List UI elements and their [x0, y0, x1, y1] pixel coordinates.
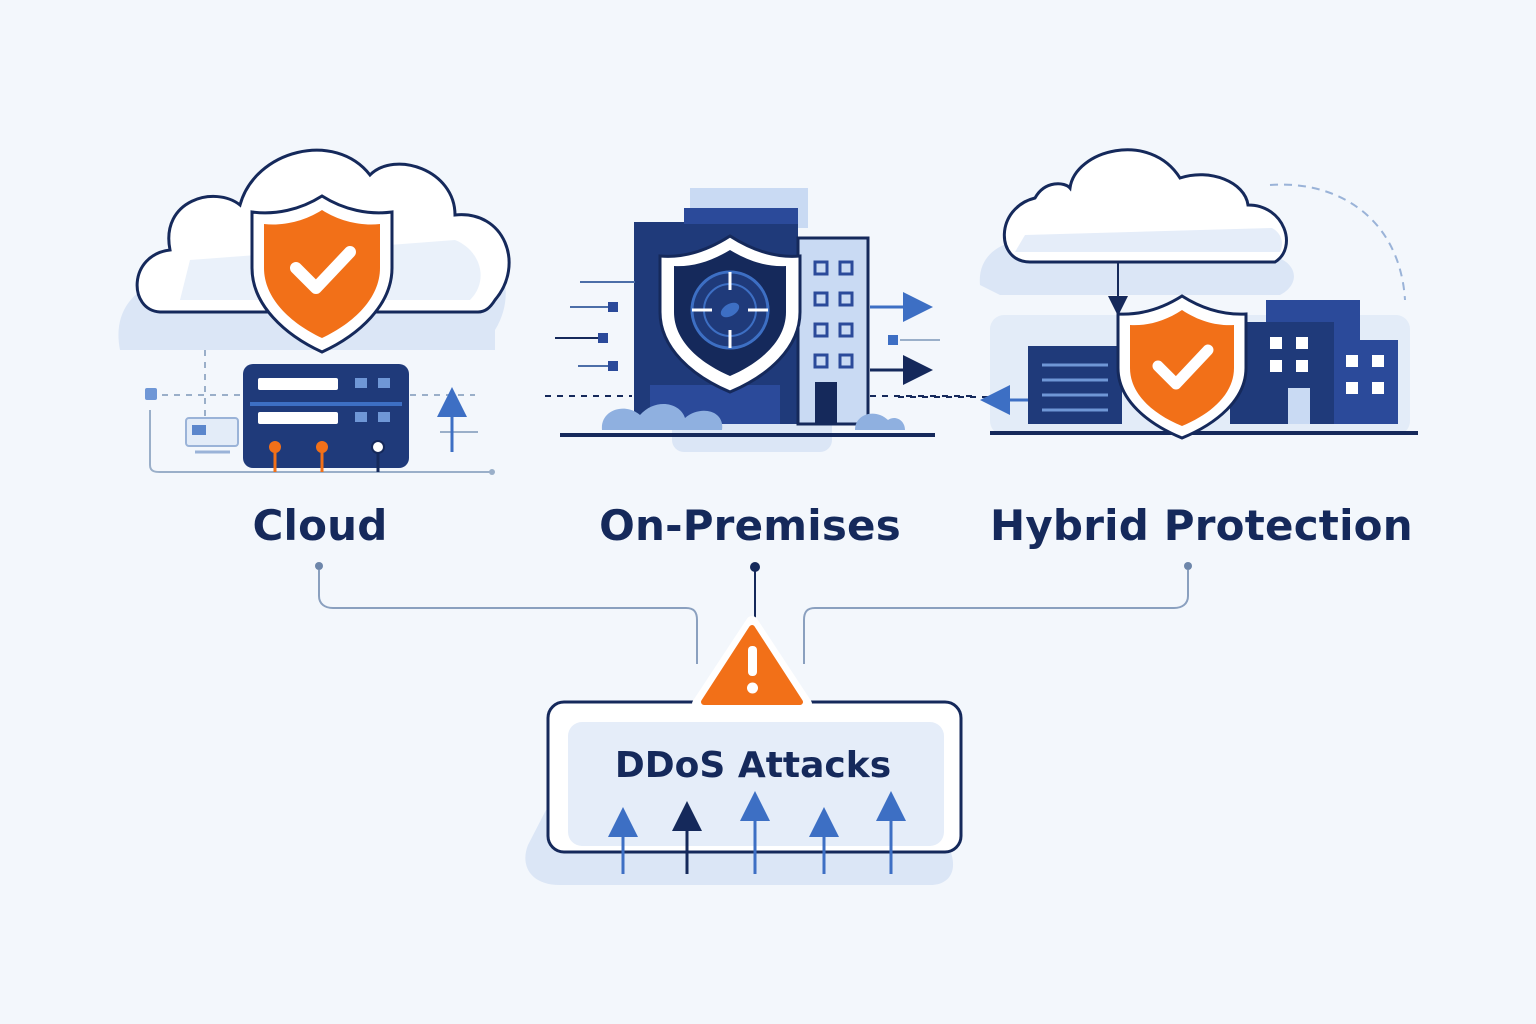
hybrid-protection-label: Hybrid Protection — [990, 501, 1413, 550]
threat-box — [525, 700, 963, 885]
warning-triangle-icon — [692, 616, 812, 710]
edge-cloud-to-threat — [315, 562, 698, 664]
edge-hybrid-to-threat — [803, 562, 1192, 664]
cloud-label: Cloud — [252, 501, 388, 550]
hybrid-node-icon — [898, 148, 1418, 440]
attack-arrows — [608, 791, 906, 874]
on-premises-label: On-Premises — [599, 501, 901, 550]
on-premises-node-icon — [545, 188, 975, 452]
ddos-attacks-label: DDoS Attacks — [614, 745, 892, 786]
cloud-node-icon — [118, 148, 511, 475]
